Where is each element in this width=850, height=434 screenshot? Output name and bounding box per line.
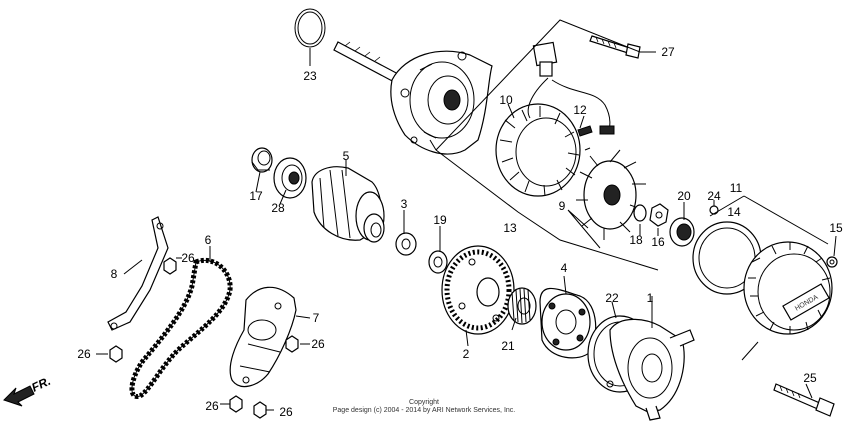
part-8-chain-guide[interactable] <box>107 216 169 331</box>
part-5-drive-unit[interactable] <box>311 166 385 243</box>
callout-22[interactable]: 22 <box>605 291 619 305</box>
callout-28[interactable]: 28 <box>271 201 285 215</box>
part-25-bolt[interactable] <box>773 383 835 417</box>
front-direction-indicator: FR. <box>3 374 53 407</box>
callout-16[interactable]: 16 <box>651 235 665 249</box>
callout-10[interactable]: 10 <box>499 93 513 107</box>
callout-11[interactable]: 11 <box>730 181 743 195</box>
callout-26-d[interactable]: 26 <box>205 399 219 413</box>
part-20-bearing[interactable] <box>669 217 695 247</box>
part-26-bolt-c[interactable] <box>285 335 299 353</box>
callout-5[interactable]: 5 <box>343 149 350 163</box>
copyright: Copyright Page design (c) 2004 - 2014 by… <box>333 399 516 414</box>
part-26-bolt-e[interactable] <box>253 401 267 419</box>
rear-housing[interactable] <box>390 50 493 155</box>
part-4-clutch-hub[interactable] <box>539 287 597 359</box>
callout-1[interactable]: 1 <box>647 291 654 305</box>
part-7-tensioner[interactable] <box>229 286 297 388</box>
callouts: 23 27 10 12 5 17 28 3 19 13 9 20 24 11 1… <box>77 45 843 419</box>
front-arrow-icon <box>3 385 35 407</box>
callout-14[interactable]: 14 <box>727 205 741 219</box>
part-6-chain[interactable] <box>129 257 233 399</box>
callout-26-c[interactable]: 26 <box>311 337 325 351</box>
part-10-stator[interactable] <box>495 41 615 197</box>
part-26-bolt-b[interactable] <box>109 345 123 363</box>
part-19-washer[interactable] <box>428 250 448 274</box>
callout-26-b[interactable]: 26 <box>77 347 91 361</box>
part-11-cover[interactable]: HONDA <box>743 241 833 335</box>
part-26-bolt-a[interactable] <box>163 257 177 275</box>
part-12-clip[interactable] <box>577 125 593 151</box>
callout-26-e[interactable]: 26 <box>279 405 293 419</box>
callout-20[interactable]: 20 <box>677 189 691 203</box>
callout-6[interactable]: 6 <box>205 233 212 247</box>
callout-19[interactable]: 19 <box>433 213 447 227</box>
callout-25[interactable]: 25 <box>803 371 817 385</box>
callout-4[interactable]: 4 <box>561 261 568 275</box>
callout-23[interactable]: 23 <box>303 69 317 83</box>
callout-2[interactable]: 2 <box>463 347 470 361</box>
part-9-fan[interactable] <box>576 149 646 240</box>
callout-18[interactable]: 18 <box>629 233 643 247</box>
copyright-line-2: Page design (c) 2004 - 2014 by ARI Netwo… <box>333 407 516 414</box>
callout-21[interactable]: 21 <box>501 339 515 353</box>
part-17-cap[interactable] <box>251 147 273 173</box>
callout-12[interactable]: 12 <box>573 103 587 117</box>
callout-8[interactable]: 8 <box>111 267 118 281</box>
part-18-washer[interactable] <box>633 204 647 222</box>
part-15-nut[interactable] <box>826 256 838 268</box>
callout-7[interactable]: 7 <box>313 311 320 325</box>
callout-26-a[interactable]: 26 <box>181 251 195 265</box>
part-24-bolt[interactable] <box>709 205 719 215</box>
callout-24[interactable]: 24 <box>707 189 721 203</box>
part-21-needle-bearing[interactable] <box>507 287 537 325</box>
callout-27[interactable]: 27 <box>661 45 675 59</box>
part-1-clutch-housing[interactable] <box>606 318 695 421</box>
callout-17[interactable]: 17 <box>249 189 263 203</box>
copyright-line-1: Copyright <box>409 399 439 406</box>
part-3-washer[interactable] <box>395 232 417 256</box>
part-27-bolt[interactable] <box>589 35 641 59</box>
part-23-o-ring[interactable] <box>294 8 326 48</box>
callout-13[interactable]: 13 <box>503 221 517 235</box>
part-26-bolt-d[interactable] <box>229 395 243 413</box>
callout-9[interactable]: 9 <box>559 199 566 213</box>
part-2-gear[interactable] <box>441 245 515 335</box>
part-28-bearing[interactable] <box>273 157 307 199</box>
callout-15[interactable]: 15 <box>829 221 843 235</box>
callout-3[interactable]: 3 <box>401 197 408 211</box>
part-16-nut[interactable] <box>649 203 669 227</box>
direction-label: FR. <box>29 374 52 395</box>
leader-lines <box>96 19 837 411</box>
